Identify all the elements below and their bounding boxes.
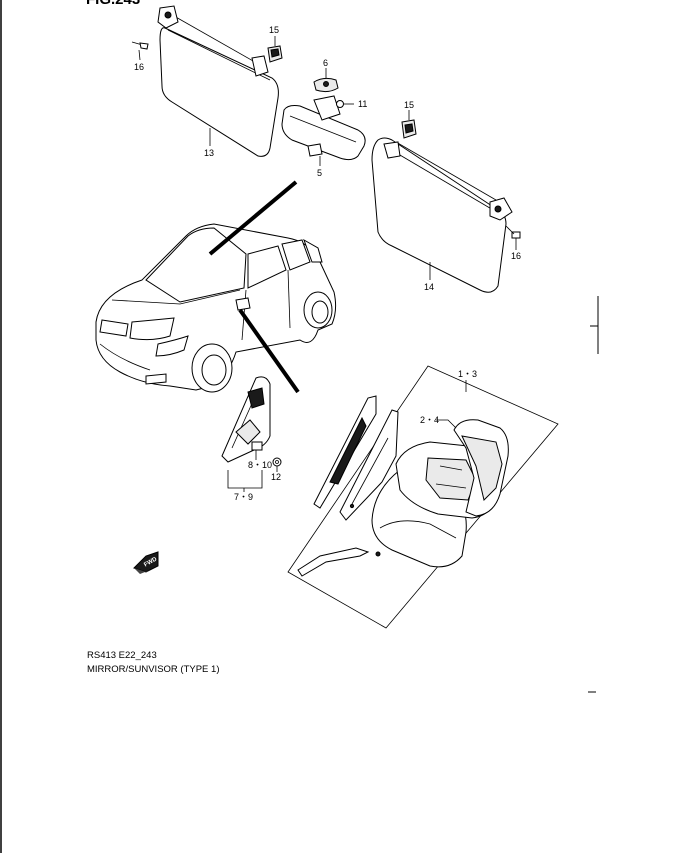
fwd-direction-icon: FWD	[133, 551, 159, 574]
car-illustration	[95, 223, 337, 393]
rearview-mirror	[281, 95, 366, 161]
diagram-caption: MIRROR/SUNVISOR (TYPE 1)	[87, 664, 220, 675]
pointer-to-interior	[208, 180, 298, 256]
callout-11: 11	[358, 99, 367, 109]
callout-14: 14	[424, 282, 434, 292]
callout-2-4: 2・4	[420, 415, 439, 425]
screw-11	[336, 100, 344, 108]
screw-8-10	[251, 441, 263, 451]
clip-15-left	[267, 45, 283, 63]
nut-12	[272, 457, 282, 467]
sunvisor-left	[157, 5, 279, 157]
screw-16-right	[505, 225, 521, 239]
callout-7-9: 7・9	[234, 492, 253, 502]
callout-6: 6	[323, 58, 328, 68]
sunvisor-right	[371, 137, 513, 293]
outside-mirror-assembly	[297, 395, 509, 577]
callout-1-3: 1・3	[458, 369, 477, 379]
diagram-code: RS413 E22_243	[87, 650, 157, 661]
callout-16-right: 16	[511, 251, 521, 261]
callout-8-10: 8・10	[248, 460, 272, 470]
figure-title: FIG.243	[86, 0, 140, 8]
mirror-base-6	[313, 77, 339, 93]
callout-15-left: 15	[269, 25, 279, 35]
callout-13: 13	[204, 148, 214, 158]
clip-15-right	[401, 119, 417, 139]
screw-16-left	[131, 41, 149, 50]
callout-5: 5	[317, 168, 322, 178]
mirror-inner-garnish	[221, 376, 271, 463]
pointer-to-side-mirror	[238, 308, 300, 394]
callout-16-left: 16	[134, 62, 144, 72]
callout-12: 12	[271, 472, 281, 482]
callout-15-right: 15	[404, 100, 414, 110]
